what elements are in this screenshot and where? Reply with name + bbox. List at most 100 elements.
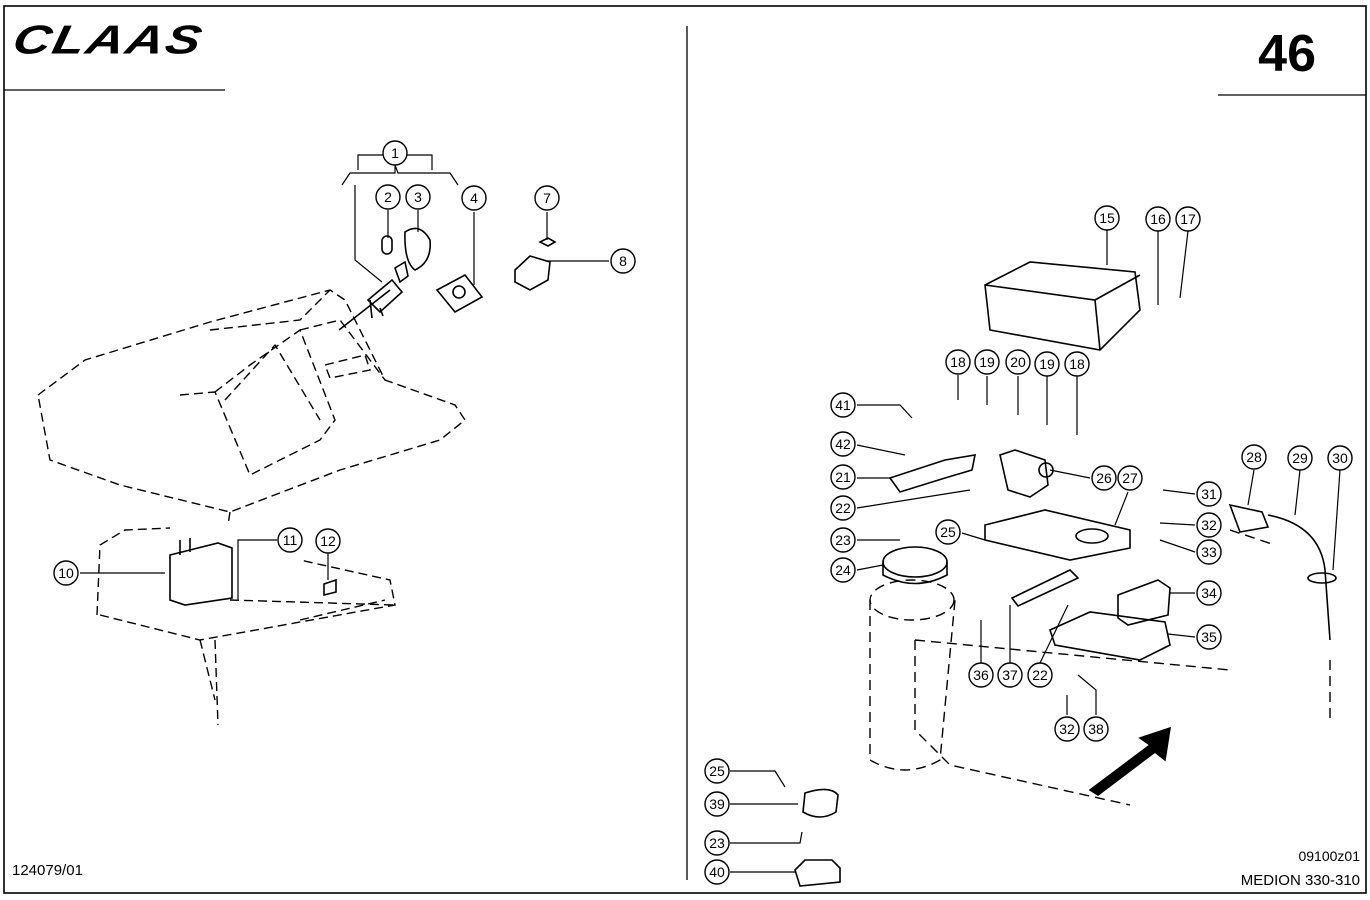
callout-label: 26 <box>1096 470 1112 486</box>
callout-circle <box>974 349 1000 375</box>
callout-42: 42 <box>830 431 856 457</box>
callout-label: 15 <box>1099 210 1115 226</box>
callout-label: 36 <box>973 667 989 683</box>
callout-15: 15 <box>1094 205 1120 231</box>
callout-33: 33 <box>1196 539 1222 565</box>
callout-23: 23 <box>704 830 730 856</box>
callout-label: 17 <box>1180 211 1196 227</box>
callout-circle <box>968 662 994 688</box>
callout-label: 10 <box>58 565 74 581</box>
callout-label: 19 <box>979 354 995 370</box>
cap-part <box>404 227 432 271</box>
callout-label: 19 <box>1039 356 1055 372</box>
cab-outline <box>37 289 466 726</box>
callout-circle <box>1196 512 1222 538</box>
bezel-part <box>435 273 484 314</box>
callout-17: 17 <box>1175 206 1201 232</box>
callout-4: 4 <box>461 185 487 211</box>
relay-module <box>169 542 233 606</box>
callout-31: 31 <box>1196 481 1222 507</box>
callout-1: 1 <box>382 140 408 166</box>
callout-label: 37 <box>1002 667 1018 683</box>
callout-label: 23 <box>709 835 725 851</box>
callout-circle <box>1196 624 1222 650</box>
callout-27: 27 <box>1117 465 1143 491</box>
callout-label: 32 <box>1059 721 1075 737</box>
callout-label: 16 <box>1150 211 1166 227</box>
turntable-disc <box>882 546 948 578</box>
callout-circle <box>1094 205 1120 231</box>
spacer-block <box>1117 579 1171 626</box>
callout-label: 25 <box>709 763 725 779</box>
drawing-code: 09100z01 <box>1298 848 1360 864</box>
callout-label: 20 <box>1010 354 1026 370</box>
callout-circle <box>1287 445 1313 471</box>
knob-part <box>381 235 393 255</box>
callout-11: 11 <box>277 527 303 553</box>
callout-25: 25 <box>704 758 730 784</box>
model-name: MEDION 330-310 <box>1240 872 1360 889</box>
callout-22: 22 <box>830 495 856 521</box>
callout-circle <box>830 392 856 418</box>
callout-label: 38 <box>1088 721 1104 737</box>
callout-circle <box>945 349 971 375</box>
callout-circle <box>1175 206 1201 232</box>
callout-label: 3 <box>414 189 422 205</box>
callout-label: 28 <box>1246 449 1262 465</box>
callout-label: 24 <box>835 562 851 578</box>
callout-label: 22 <box>1032 667 1048 683</box>
callout-circle <box>610 248 636 274</box>
rocker-switch <box>514 255 551 291</box>
callout-label: 30 <box>1332 450 1348 466</box>
callout-30: 30 <box>1327 445 1353 471</box>
callout-label: 39 <box>709 796 725 812</box>
callout-circle <box>1064 351 1090 377</box>
callout-26: 26 <box>1091 465 1117 491</box>
callout-39: 39 <box>704 791 730 817</box>
plug-connector <box>1228 503 1270 533</box>
callout-circle <box>1117 465 1143 491</box>
callout-label: 12 <box>320 533 336 549</box>
callout-40: 40 <box>704 859 730 885</box>
right-parts <box>794 261 1337 887</box>
direction-arrow <box>1088 726 1171 796</box>
callout-circle <box>1091 465 1117 491</box>
callout-circle <box>1005 349 1031 375</box>
callout-circle <box>315 528 341 554</box>
callout-18: 18 <box>945 349 971 375</box>
callout-36: 36 <box>968 662 994 688</box>
sheet-border <box>3 5 1367 894</box>
callout-label: 34 <box>1201 585 1217 601</box>
callout-23: 23 <box>830 527 856 553</box>
callout-label: 8 <box>619 253 627 269</box>
callout-label: 27 <box>1122 470 1138 486</box>
collar-ring <box>794 859 841 887</box>
callout-circle <box>704 791 730 817</box>
callout-label: 11 <box>283 532 298 548</box>
switch-body <box>366 278 404 314</box>
left-parts <box>169 227 557 606</box>
callout-circle <box>997 662 1023 688</box>
callout-circle <box>1145 206 1171 232</box>
callout-25: 25 <box>935 519 961 545</box>
callout-circle <box>382 140 408 166</box>
callout-12: 12 <box>315 528 341 554</box>
callout-label: 22 <box>835 500 851 516</box>
callout-label: 32 <box>1201 517 1217 533</box>
callout-29: 29 <box>1287 445 1313 471</box>
callout-34: 34 <box>1196 580 1222 606</box>
document-code: 124079/01 <box>12 862 83 879</box>
callout-label: 7 <box>543 190 551 206</box>
callout-label: 25 <box>940 524 956 540</box>
adapter-ring <box>802 788 839 818</box>
callout-circle <box>935 519 961 545</box>
callout-28: 28 <box>1241 444 1267 470</box>
shaft-rod <box>1010 569 1080 607</box>
callout-32: 32 <box>1196 512 1222 538</box>
callout-label: 23 <box>835 532 851 548</box>
callout-19: 19 <box>974 349 1000 375</box>
callout-20: 20 <box>1005 349 1031 375</box>
callout-circle <box>1241 444 1267 470</box>
callout-label: 41 <box>835 397 851 413</box>
